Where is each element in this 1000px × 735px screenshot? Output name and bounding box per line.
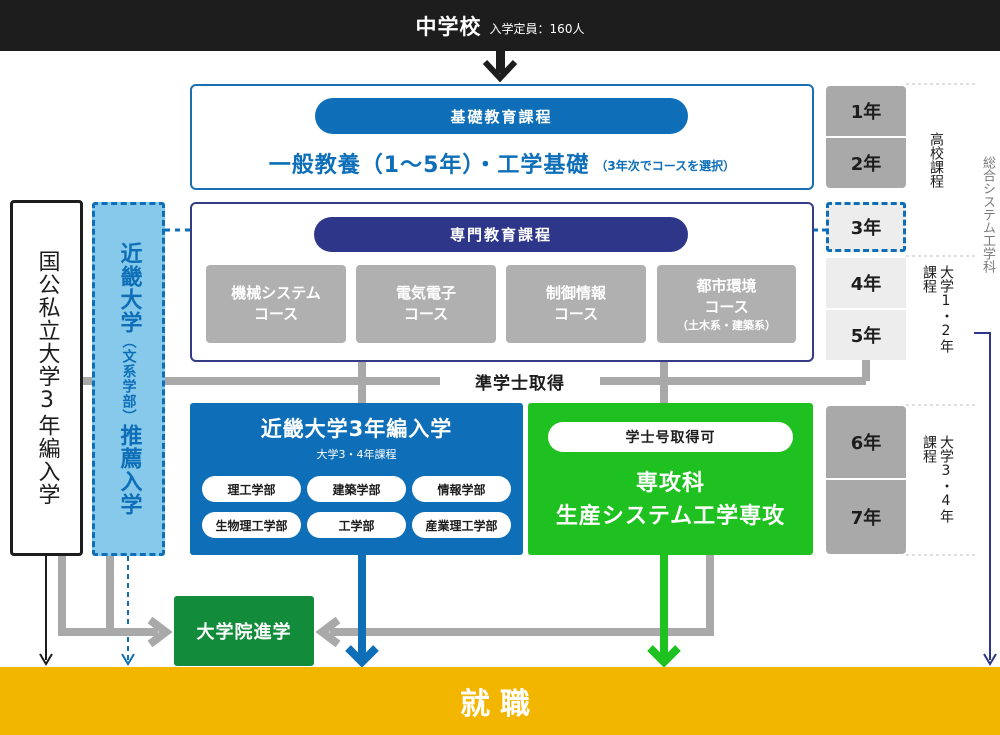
national-private-label: 国公私立大学3年編入学: [34, 250, 60, 506]
kindai-transfer-title: 近畿大学3年編入学: [260, 417, 453, 441]
graduate-school-box: 大学院進学: [174, 596, 314, 666]
department-name-label: 総合システム工学科: [980, 156, 995, 273]
kindai-recommend-box: 近畿大学（文系学部）推薦入学: [92, 202, 165, 556]
year-4-chip: 4年: [826, 258, 906, 308]
dept-informatics: 情報学部: [412, 476, 511, 502]
univ34-course-label: 課程: [921, 435, 937, 463]
general-education-title: 一般教養（1〜5年）・工学基礎 （3年次でコースを選択）: [190, 143, 814, 183]
general-education-note: （3年次でコースを選択）: [595, 158, 736, 173]
kindai-recommend-a: 近畿大学: [116, 242, 142, 334]
kokuritsu-arrow: [39, 556, 53, 666]
kindai-transfer-box: 近畿大学3年編入学 大学3・4年課程 理工学部 建築学部 情報学部 生物理工学部…: [190, 403, 523, 555]
kindai-recommend-b: （文系学部）: [120, 334, 137, 424]
course-name: 都市環境: [696, 276, 757, 295]
year-1-chip: 1年: [826, 86, 906, 136]
kindai-recommend-label: 近畿大学（文系学部）推薦入学: [113, 242, 145, 516]
employment-bar: 就職: [0, 667, 1000, 735]
gray-to-grad-right: [315, 555, 714, 648]
transfer-arrow: [345, 555, 379, 668]
national-private-transfer-box: 国公私立大学3年編入学: [10, 200, 83, 556]
year-3-chip: 3年: [826, 202, 906, 252]
advanced-course-major: 生産システム工学専攻: [555, 504, 786, 529]
dept-bracket-arrow: [974, 332, 997, 666]
course-suffix: コース: [403, 305, 449, 323]
year-7-chip: 7年: [826, 480, 906, 554]
advanced-course-box: 学士号取得可 専攻科 生産システム工学専攻: [528, 403, 813, 555]
course-subnote: （土木系・建築系）: [677, 318, 776, 332]
course-name: 機械システム: [231, 284, 321, 302]
top-down-arrow: [482, 51, 518, 83]
dept-engineering: 工学部: [307, 512, 406, 538]
school-label: 中学校: [415, 14, 482, 39]
course-suffix: コース: [704, 297, 749, 316]
associate-degree-label: 準学士取得: [440, 369, 600, 394]
general-education-main: 一般教養（1〜5年）・工学基礎: [268, 153, 590, 178]
dept-industrial: 産業理工学部: [412, 512, 511, 538]
univ12-course-label: 課程: [921, 265, 937, 293]
capacity-label: 入学定員：160人: [489, 21, 585, 36]
course-urban: 都市環境 コース （土木系・建築系）: [657, 265, 796, 343]
high-school-course-label: 高校課程: [928, 132, 944, 188]
univ34-years-label: 大学3・4年: [938, 435, 954, 523]
kindai-rec-arrow: [121, 556, 135, 666]
year-2-chip: 2年: [826, 138, 906, 188]
univ12-years-label: 大学1・2年: [938, 265, 954, 353]
bachelor-available-pill: 学士号取得可: [548, 422, 793, 452]
course-mechanical: 機械システム コース: [206, 265, 346, 343]
specialized-education-pill: 専門教育課程: [314, 217, 688, 252]
kindai-transfer-subtitle: 大学3・4年課程: [316, 448, 397, 461]
course-control: 制御情報 コース: [506, 265, 646, 343]
course-name: 電気電子: [395, 284, 456, 302]
dept-architecture: 建築学部: [307, 476, 406, 502]
course-electrical: 電気電子 コース: [356, 265, 496, 343]
gray-to-grad-left: [58, 556, 173, 648]
kindai-recommend-c: 推薦入学: [116, 424, 142, 516]
dept-science-engineering: 理工学部: [202, 476, 301, 502]
advanced-arrow: [647, 555, 681, 668]
course-name: 制御情報: [545, 284, 606, 302]
year-5-chip: 5年: [826, 310, 906, 360]
advanced-course-title: 専攻科: [635, 471, 705, 496]
course-suffix: コース: [553, 305, 599, 323]
junior-high-header: 中学校 入学定員：160人: [0, 0, 1000, 51]
general-education-pill: 基礎教育課程: [315, 98, 688, 134]
dept-bio-engineering: 生物理工学部: [202, 512, 301, 538]
course-suffix: コース: [253, 305, 299, 323]
year-6-chip: 6年: [826, 406, 906, 478]
